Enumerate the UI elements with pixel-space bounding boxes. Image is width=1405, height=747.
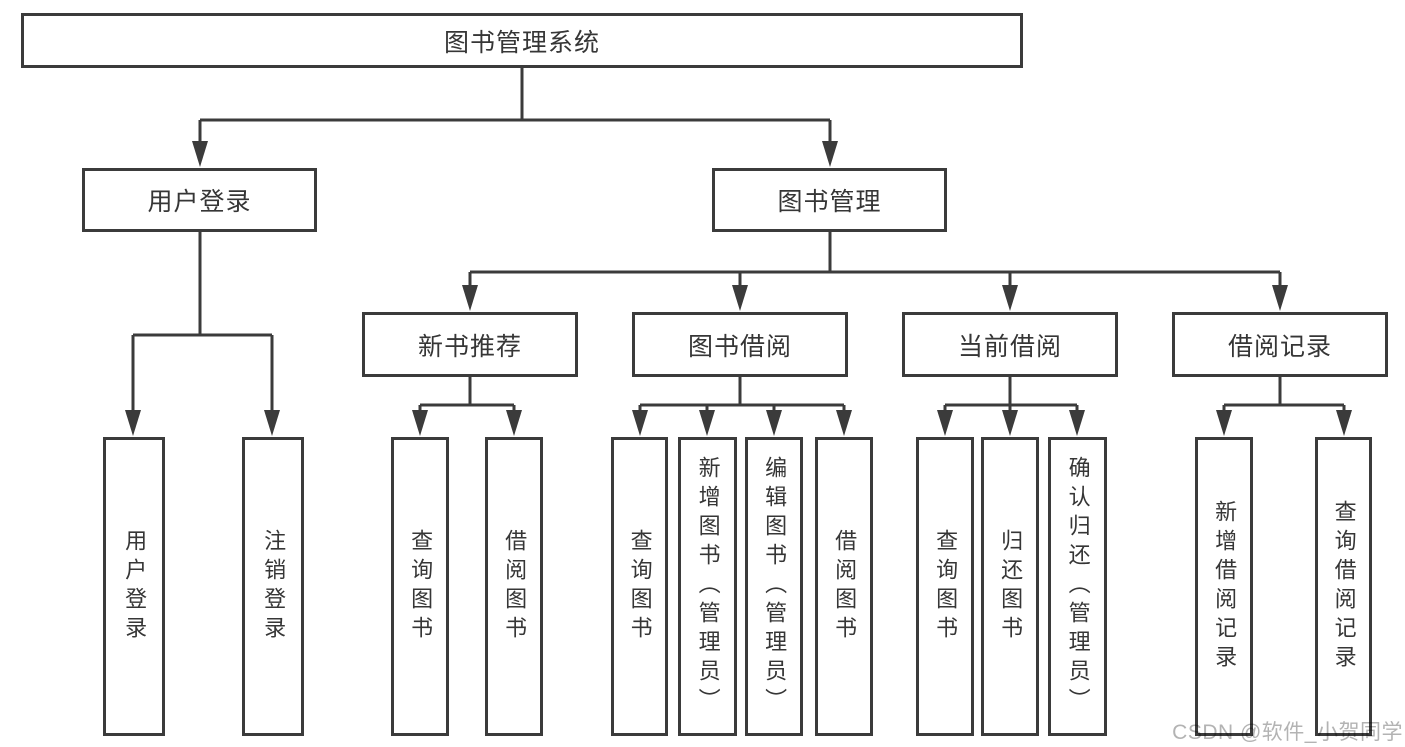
leaf-query-books-current: 查询图书	[916, 437, 974, 736]
leaf-logout: 注销登录	[242, 437, 304, 736]
node-label: 用户登录	[147, 188, 252, 216]
leaf-borrow-books-recommend: 借阅图书	[485, 437, 543, 736]
node-label: 借阅图书	[502, 528, 528, 645]
node-library-management-system: 图书管理系统	[21, 13, 1023, 68]
node-label: 图书借阅	[687, 332, 792, 361]
leaf-user-login: 用户登录	[103, 437, 165, 736]
node-label: 新增图书（管理员）	[695, 456, 721, 717]
node-label: 归还图书	[998, 528, 1024, 645]
node-label: 借阅图书	[832, 528, 858, 645]
leaf-borrow-books: 借阅图书	[815, 437, 873, 736]
node-label: 新增借阅记录	[1212, 499, 1238, 674]
node-label: 编辑图书（管理员）	[762, 456, 788, 717]
leaf-add-borrow-record: 新增借阅记录	[1195, 437, 1253, 736]
node-label: 确认归还（管理员）	[1065, 456, 1091, 717]
leaf-query-books-recommend: 查询图书	[391, 437, 449, 736]
node-label: 用户登录	[122, 528, 148, 645]
node-label: 新书推荐	[417, 332, 522, 361]
node-book-borrowing: 图书借阅	[632, 312, 848, 377]
node-label: 查询图书	[933, 528, 959, 645]
leaf-edit-books-admin: 编辑图书（管理员）	[745, 437, 803, 736]
node-label: 查询图书	[627, 528, 653, 645]
leaf-add-books-admin: 新增图书（管理员）	[678, 437, 737, 736]
arrowhead-icons	[125, 141, 1352, 436]
node-label: 查询图书	[408, 528, 434, 645]
node-current-borrowing: 当前借阅	[902, 312, 1118, 377]
node-new-book-recommendation: 新书推荐	[362, 312, 578, 377]
node-label: 当前借阅	[957, 332, 1062, 361]
leaf-query-books-borrowing: 查询图书	[611, 437, 668, 736]
node-label: 图书管理系统	[443, 28, 600, 57]
csdn-watermark: CSDN @软件_小贺同学	[1172, 721, 1403, 744]
node-book-management: 图书管理	[712, 168, 947, 232]
node-borrowing-records: 借阅记录	[1172, 312, 1388, 377]
node-label: 图书管理	[777, 188, 882, 216]
leaf-confirm-return-admin: 确认归还（管理员）	[1048, 437, 1107, 736]
node-label: 查询借阅记录	[1331, 499, 1357, 674]
node-label: 注销登录	[261, 528, 287, 645]
leaf-query-borrow-record: 查询借阅记录	[1315, 437, 1372, 736]
node-user-login: 用户登录	[82, 168, 317, 232]
node-label: 借阅记录	[1227, 332, 1332, 361]
leaf-return-books: 归还图书	[981, 437, 1039, 736]
